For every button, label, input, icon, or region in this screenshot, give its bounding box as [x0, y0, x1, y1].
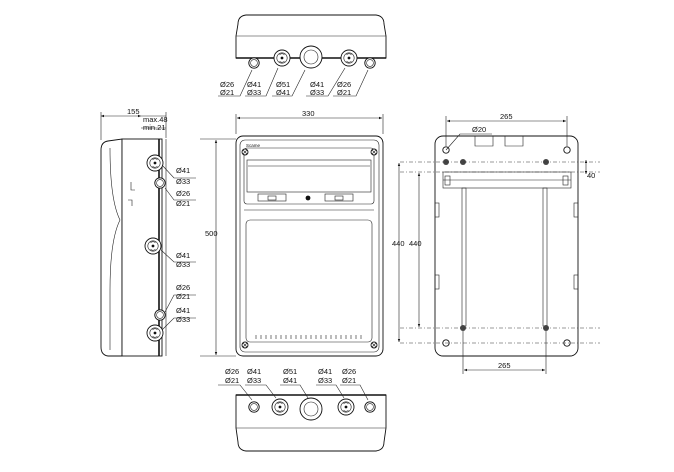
- bottom-label-1a: Ø26: [225, 367, 239, 376]
- top-gland-4: [340, 49, 358, 67]
- bottom-label-3b: Ø41: [283, 376, 297, 385]
- side-label-3b: Ø33: [176, 260, 190, 269]
- top-view: Ø26 Ø21 Ø41 Ø33 Ø51 Ø41 Ø41 Ø33 Ø26 Ø21: [218, 14, 387, 97]
- front-screw-bl: [241, 341, 249, 349]
- back-height-right: 440: [409, 239, 422, 248]
- side-label-5a: Ø41: [176, 306, 190, 315]
- top-label-1b: Ø21: [220, 88, 234, 97]
- side-label-5b: Ø33: [176, 315, 190, 324]
- side-label-2a: Ø26: [176, 189, 190, 198]
- top-label-3a: Ø51: [276, 80, 290, 89]
- bottom-label-2b: Ø33: [247, 376, 261, 385]
- side-min: min.21: [143, 123, 166, 132]
- side-gland-2: [154, 177, 166, 189]
- back-hole-tr: [563, 146, 571, 154]
- back-view: 265 Ø20 40 440 440 265: [392, 112, 600, 374]
- top-label-5b: Ø21: [337, 88, 351, 97]
- top-label-4b: Ø33: [310, 88, 324, 97]
- top-gland-2: [273, 49, 291, 67]
- bottom-label-3a: Ø51: [283, 367, 297, 376]
- side-label-1b: Ø33: [176, 177, 190, 186]
- back-small-dim: 40: [587, 171, 595, 180]
- bottom-gland-4: [337, 398, 355, 416]
- bottom-gland-3: [299, 397, 323, 421]
- side-view: 155 max.48 min.21 Ø41 Ø33 Ø26 Ø21 Ø41 Ø3…: [100, 107, 236, 357]
- bottom-label-5b: Ø21: [342, 376, 356, 385]
- front-lock-icon: [305, 195, 311, 201]
- side-gland-1: [146, 154, 164, 172]
- bottom-gland-1: [248, 401, 260, 413]
- side-view-lid: [100, 138, 123, 357]
- front-latch-right: [324, 193, 354, 202]
- bottom-label-4b: Ø33: [318, 376, 332, 385]
- front-window: [243, 147, 375, 205]
- front-width: 330: [302, 109, 315, 118]
- front-screw-br: [370, 341, 378, 349]
- side-gland-5: [146, 324, 164, 342]
- side-max: max.48: [143, 115, 168, 124]
- front-screw-tl: [241, 148, 249, 156]
- front-view-body: [235, 135, 384, 357]
- top-label-4a: Ø41: [310, 80, 324, 89]
- top-gland-3: [299, 45, 323, 69]
- bottom-gland-5: [364, 401, 376, 413]
- top-label-2a: Ø41: [247, 80, 261, 89]
- bottom-gland-2: [271, 398, 289, 416]
- side-label-4a: Ø26: [176, 283, 190, 292]
- side-gland-4: [154, 309, 166, 321]
- front-screw-tr: [370, 148, 378, 156]
- bottom-view: Ø26 Ø21 Ø41 Ø33 Ø51 Ø41 Ø41 Ø33 Ø26 Ø21: [218, 367, 387, 452]
- side-label-2b: Ø21: [176, 199, 190, 208]
- top-label-3b: Ø41: [276, 88, 290, 97]
- back-top-width: 265: [500, 112, 513, 121]
- front-height: 500: [205, 229, 218, 238]
- top-label-1a: Ø26: [220, 80, 234, 89]
- back-hole-label: Ø20: [472, 125, 486, 134]
- top-label-5a: Ø26: [337, 80, 351, 89]
- front-latch-left: [257, 193, 287, 202]
- top-view-body: [235, 14, 387, 59]
- top-label-2b: Ø33: [247, 88, 261, 97]
- bottom-label-4a: Ø41: [318, 367, 332, 376]
- back-view-body: [434, 135, 579, 357]
- side-label-4b: Ø21: [176, 292, 190, 301]
- bottom-label-5a: Ø26: [342, 367, 356, 376]
- bottom-label-2a: Ø41: [247, 367, 261, 376]
- top-gland-1: [248, 57, 260, 69]
- side-gland-3: [144, 237, 162, 255]
- front-view: Scame 330: [235, 109, 384, 357]
- top-gland-5: [364, 57, 376, 69]
- side-label-1a: Ø41: [176, 166, 190, 175]
- back-height-left: 440: [392, 239, 405, 248]
- front-brand: Scame: [246, 143, 261, 148]
- side-label-3a: Ø41: [176, 251, 190, 260]
- bottom-label-1b: Ø21: [225, 376, 239, 385]
- side-depth: 155: [127, 107, 140, 116]
- back-bottom-width: 265: [498, 361, 511, 370]
- front-panel: [245, 219, 373, 343]
